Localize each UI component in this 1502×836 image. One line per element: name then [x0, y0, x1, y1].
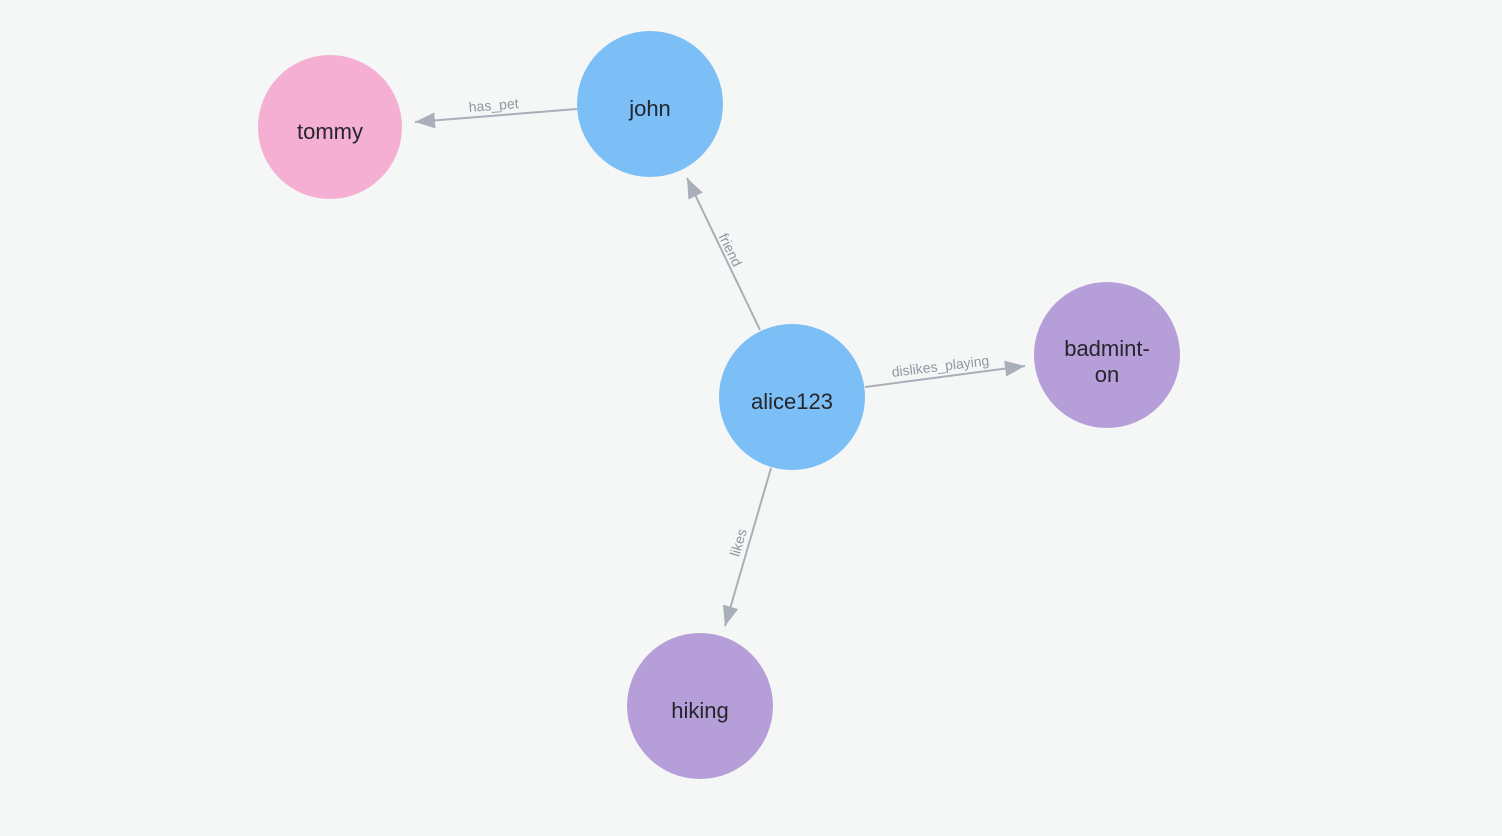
edge-friend-line[interactable]: [686, 177, 761, 331]
edge-friend-label: friend: [716, 231, 746, 269]
edge-likes-line[interactable]: [722, 467, 772, 627]
node-john[interactable]: john: [577, 31, 723, 177]
node-alice123-circle[interactable]: [719, 324, 865, 470]
edge-dislikes-playing-line[interactable]: [864, 360, 1026, 388]
node-hiking[interactable]: hiking: [627, 633, 773, 779]
edge-dislikes-playing[interactable]: dislikes_playing: [864, 352, 1026, 388]
edge-has-pet-line[interactable]: [414, 108, 578, 129]
edge-has-pet[interactable]: has_pet: [414, 95, 578, 129]
node-tommy-circle[interactable]: [258, 55, 402, 199]
edge-friend[interactable]: friend: [686, 177, 761, 331]
node-tommy[interactable]: tommy: [258, 55, 402, 199]
edge-has-pet-label: has_pet: [468, 95, 519, 115]
node-john-circle[interactable]: [577, 31, 723, 177]
edge-likes-label: likes: [727, 527, 750, 558]
node-alice123[interactable]: alice123: [719, 324, 865, 470]
node-hiking-circle[interactable]: [627, 633, 773, 779]
edge-likes[interactable]: likes: [722, 467, 772, 627]
node-badminton[interactable]: badmint-on: [1034, 282, 1180, 428]
edge-dislikes-playing-label: dislikes_playing: [891, 352, 990, 380]
node-badminton-circle[interactable]: [1034, 282, 1180, 428]
